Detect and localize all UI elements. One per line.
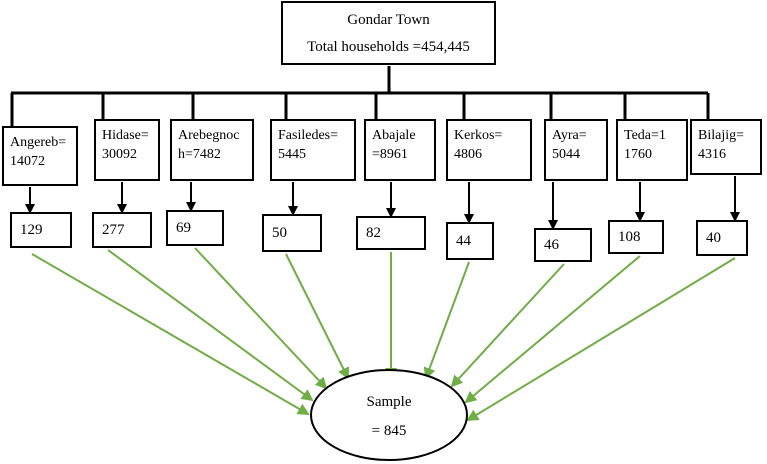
kebele-households: 1760 bbox=[624, 147, 652, 162]
sample-to-total-arrow bbox=[466, 257, 736, 422]
kebele-sample-box: 129 bbox=[10, 212, 72, 248]
kebele-name: Angereb= bbox=[10, 135, 67, 150]
sample-to-total-arrow bbox=[464, 255, 641, 404]
kebele-sample-box: 277 bbox=[92, 212, 152, 248]
kebele-sample-box: 44 bbox=[446, 222, 494, 260]
kebele-name: Teda=1 bbox=[624, 128, 666, 143]
kebele-sample-box: 46 bbox=[534, 228, 592, 262]
kebele-box: Ayra= 5044 bbox=[544, 119, 608, 181]
kebele-households: 5044 bbox=[552, 147, 580, 162]
kebele-box: Hidase= 30092 bbox=[94, 119, 160, 181]
kebele-sample-box: 108 bbox=[608, 220, 664, 254]
town-box: Gondar Town Total households =454,445 bbox=[281, 1, 496, 65]
kebele-box: Teda=1 1760 bbox=[616, 119, 688, 181]
kebele-households: 4806 bbox=[454, 147, 482, 162]
kebele-name: Bilajig= bbox=[698, 128, 745, 143]
sample-to-total-arrow bbox=[450, 263, 565, 388]
kebele-households: =8961 bbox=[372, 147, 408, 162]
kebele-sample-box: 82 bbox=[356, 216, 426, 250]
town-households: Total households =454,445 bbox=[307, 39, 470, 55]
kebele-name: Fasiledes= bbox=[278, 128, 338, 143]
sample-ellipse bbox=[310, 369, 468, 461]
sample-to-total-arrow bbox=[194, 247, 328, 390]
kebele-box: Kerkos= 4806 bbox=[446, 119, 532, 181]
kebele-households: 5445 bbox=[278, 147, 306, 162]
kebele-households: 14072 bbox=[10, 154, 45, 169]
kebele-sample-box: 69 bbox=[166, 210, 224, 246]
kebele-box: Bilajig= 4316 bbox=[690, 119, 762, 175]
sample-to-total-arrow bbox=[31, 253, 310, 416]
town-title: Gondar Town bbox=[347, 12, 430, 28]
kebele-name: Abajale bbox=[372, 128, 416, 143]
kebele-sample-box: 50 bbox=[262, 214, 322, 252]
kebele-sample-box: 40 bbox=[696, 220, 748, 256]
sample-to-total-arrow bbox=[107, 249, 314, 402]
kebele-name: Kerkos= bbox=[454, 128, 503, 143]
kebele-households: h=7482 bbox=[178, 147, 221, 162]
kebele-name: Arebegnoc bbox=[178, 128, 240, 143]
kebele-box: Fasiledes= 5445 bbox=[270, 119, 356, 181]
sample-total: = 845 bbox=[371, 423, 407, 439]
connector-lines bbox=[10, 66, 740, 422]
kebele-households: 30092 bbox=[102, 147, 137, 162]
kebele-box: Arebegnoc h=7482 bbox=[170, 119, 254, 181]
kebele-box: Angereb= 14072 bbox=[2, 126, 78, 186]
kebele-households: 4316 bbox=[698, 147, 726, 162]
sample-to-total-arrow bbox=[285, 253, 349, 380]
kebele-box: Abajale =8961 bbox=[364, 119, 436, 181]
sample-label: Sample bbox=[366, 394, 412, 410]
kebele-name: Ayra= bbox=[552, 128, 587, 143]
kebele-name: Hidase= bbox=[102, 128, 149, 143]
sample-to-total-arrow bbox=[423, 261, 470, 380]
